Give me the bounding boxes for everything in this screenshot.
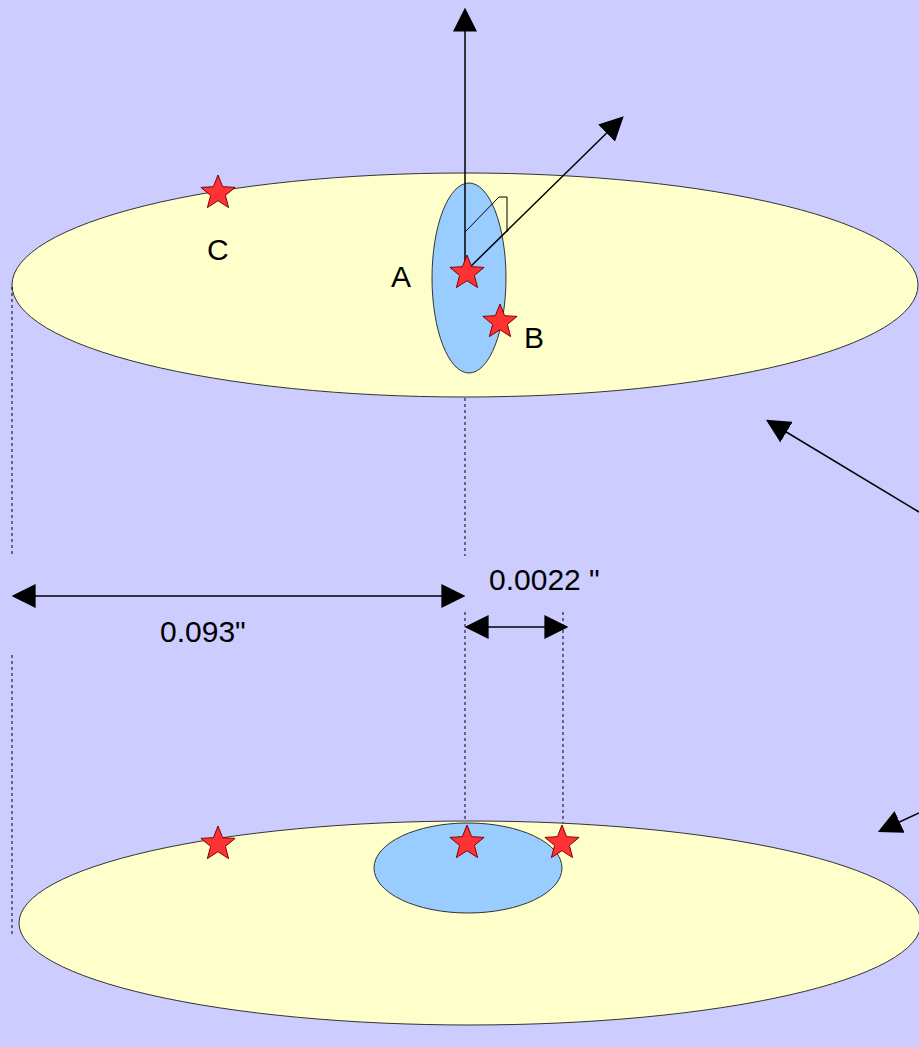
star-symbol bbox=[545, 825, 579, 858]
axis-arrow bbox=[465, 118, 622, 272]
inner-orbit bbox=[432, 183, 506, 373]
axis-arrow bbox=[464, 10, 466, 265]
star-label: C bbox=[207, 235, 229, 265]
dimension-label: 0.093" bbox=[160, 617, 246, 647]
angle-mark bbox=[465, 197, 507, 232]
dimension-arrow bbox=[467, 626, 566, 628]
top-view bbox=[12, 10, 918, 397]
view-arrow bbox=[880, 813, 919, 831]
star-symbol bbox=[201, 175, 235, 208]
star-symbol bbox=[450, 825, 484, 858]
side-view bbox=[19, 821, 919, 1025]
star-symbol bbox=[201, 826, 235, 859]
star-symbol bbox=[450, 255, 484, 288]
dimension-label: 0.0022 " bbox=[489, 565, 600, 595]
outer-orbit bbox=[19, 821, 919, 1025]
inner-orbit bbox=[374, 823, 562, 913]
star-label: A bbox=[391, 262, 411, 292]
star-label: B bbox=[524, 323, 544, 353]
dimension-arrow bbox=[14, 595, 463, 597]
star-symbol bbox=[483, 304, 517, 337]
view-arrow bbox=[768, 421, 919, 512]
